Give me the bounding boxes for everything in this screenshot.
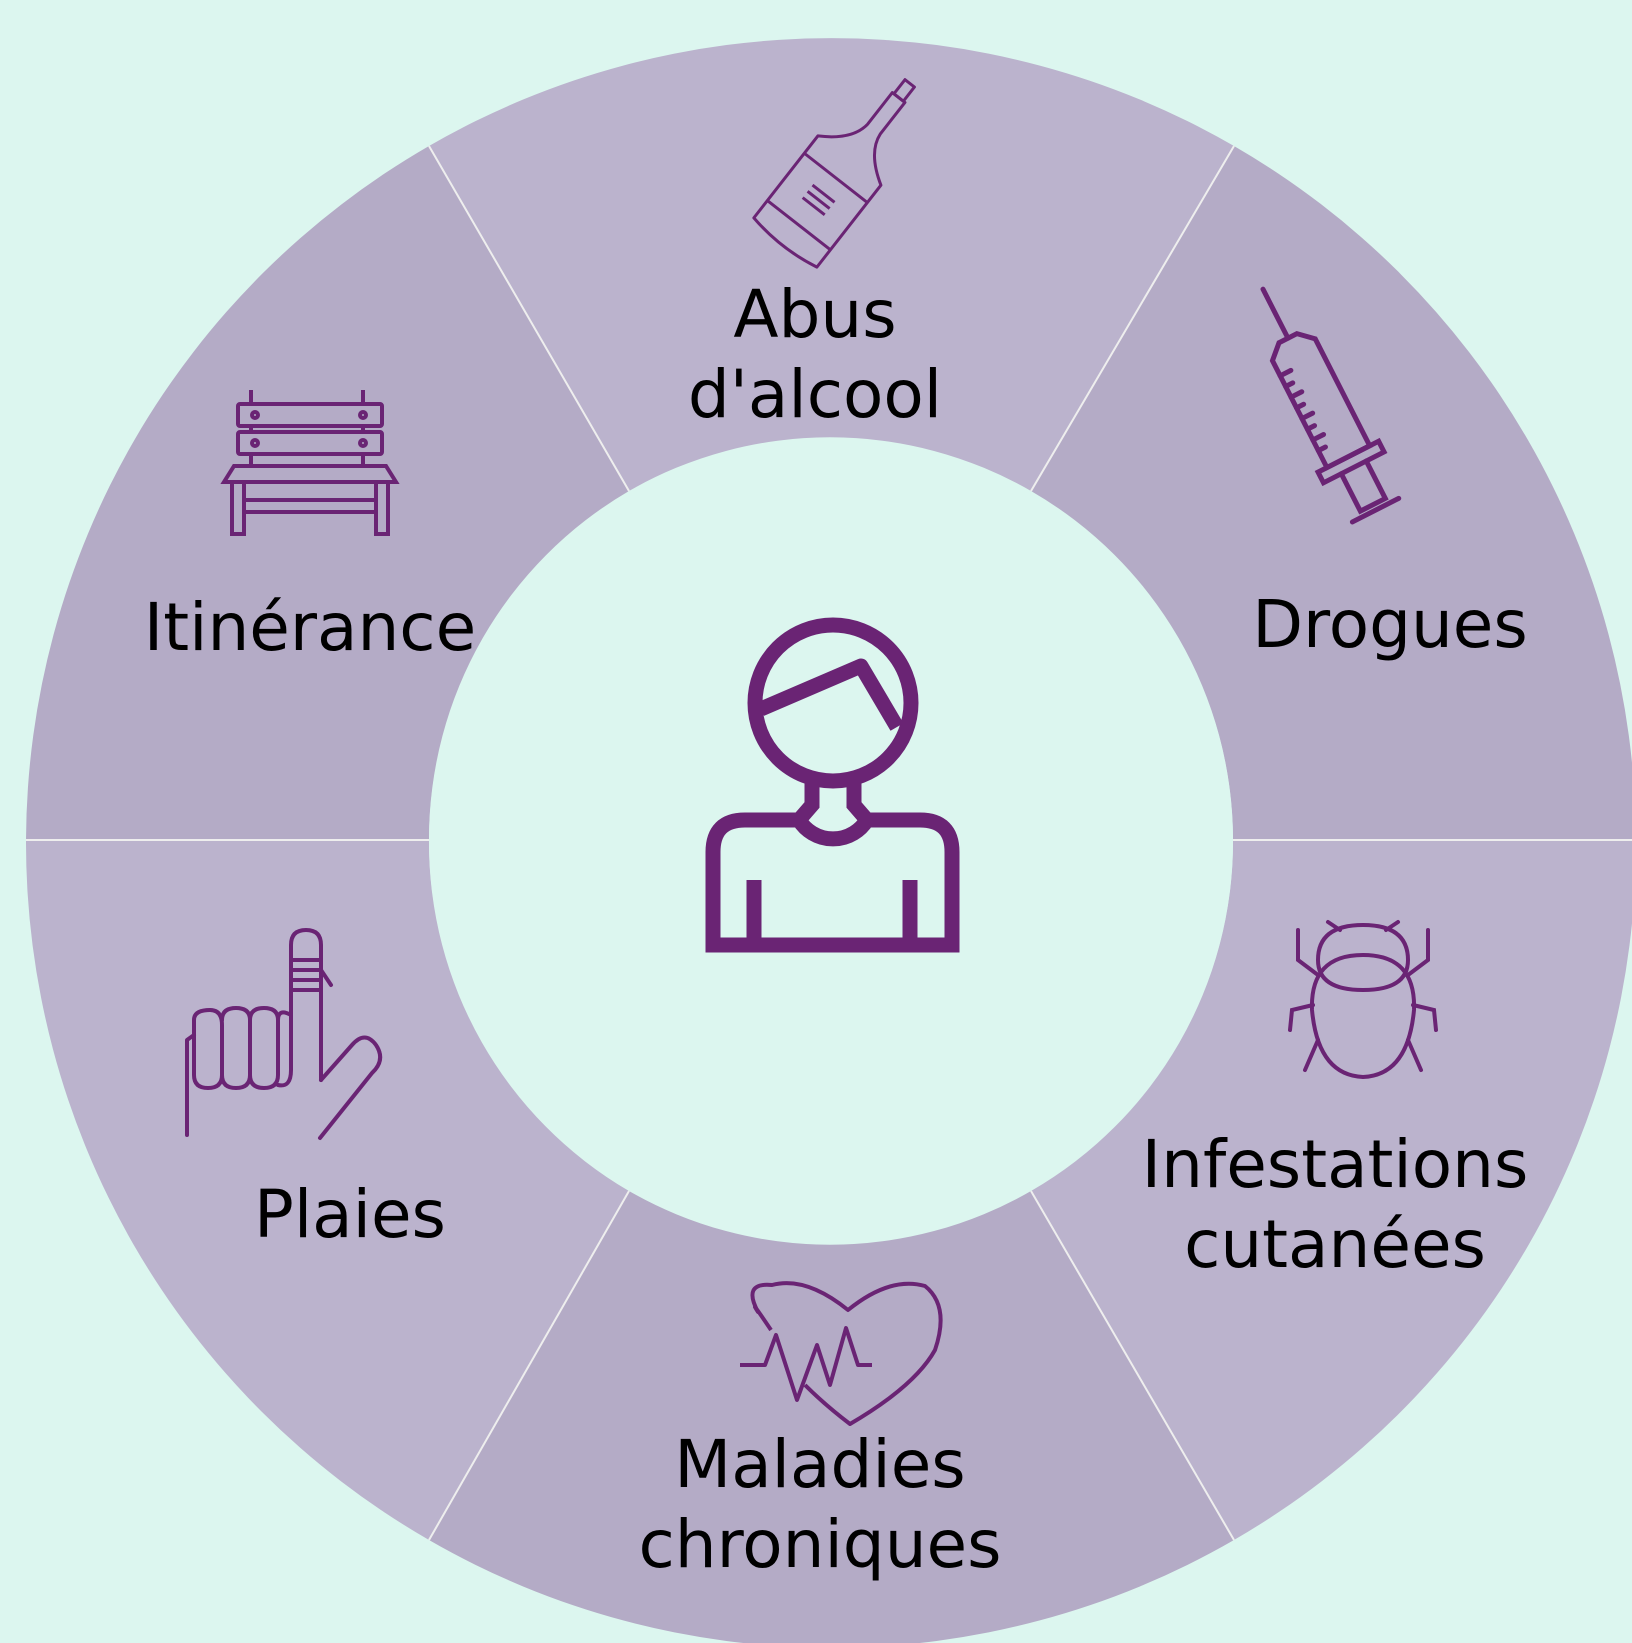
- label-itinerance: Itinérance: [110, 588, 510, 668]
- bench-icon: [220, 390, 400, 536]
- label-infestations: Infestations cutanées: [1100, 1125, 1570, 1285]
- segment-infestations: [1031, 840, 1632, 1540]
- person-icon: [705, 617, 960, 953]
- segment-drogues: [1031, 146, 1632, 840]
- label-maladies-line1: Maladies: [674, 1426, 966, 1503]
- segment-dividers: [26, 145, 1632, 1541]
- label-plaies: Plaies: [200, 1175, 500, 1255]
- label-drogues: Drogues: [1180, 585, 1600, 665]
- segment-maladies: [429, 1191, 1234, 1643]
- segment-abus: [429, 38, 1234, 491]
- label-abus: Abus d'alcool: [600, 275, 1030, 435]
- syringe-icon: [1260, 286, 1402, 525]
- label-itinerance-line1: Itinérance: [143, 589, 477, 666]
- heartbeat-icon: [740, 1281, 943, 1426]
- bandaged-finger-icon: [185, 928, 383, 1140]
- label-abus-line1: Abus: [733, 276, 897, 353]
- label-maladies: Maladies chroniques: [590, 1425, 1050, 1585]
- label-infestations-line1: Infestations: [1141, 1126, 1529, 1203]
- label-maladies-line2: chroniques: [638, 1506, 1002, 1583]
- segment-itinerance: [26, 146, 629, 840]
- label-drogues-line1: Drogues: [1252, 586, 1528, 663]
- bug-icon: [1288, 920, 1438, 1080]
- segment-plaies: [25, 840, 630, 1540]
- label-plaies-line1: Plaies: [254, 1176, 446, 1253]
- bottle-icon: [752, 78, 916, 269]
- label-abus-line2: d'alcool: [687, 356, 943, 433]
- label-infestations-line2: cutanées: [1184, 1206, 1486, 1283]
